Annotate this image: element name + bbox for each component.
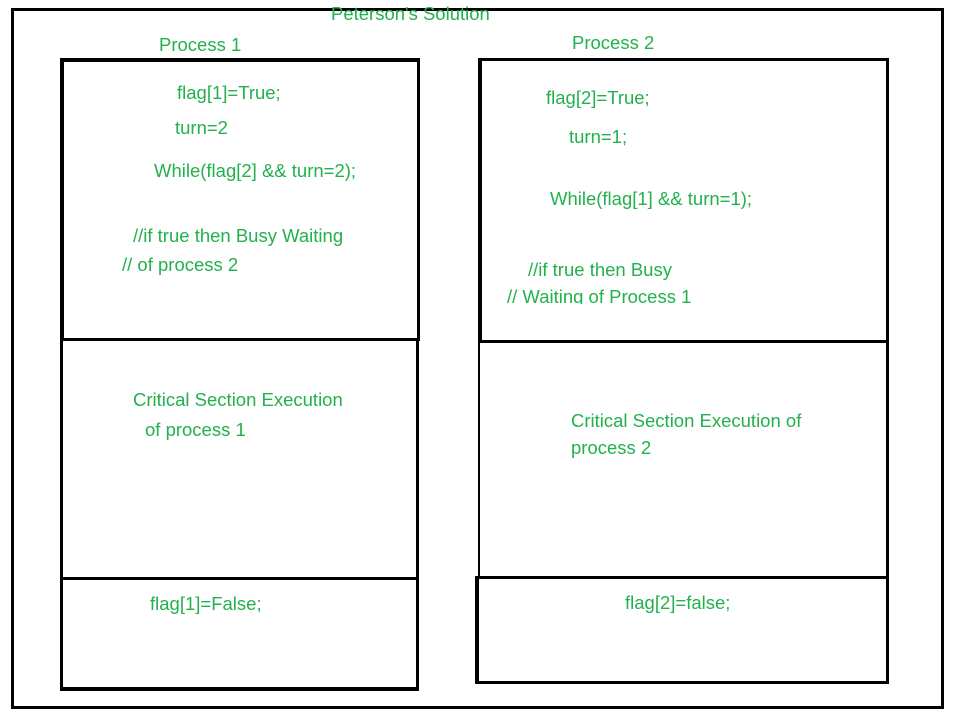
process-1-critical-line-1: Critical Section Execution bbox=[133, 389, 343, 410]
process-1-entry-comment-1: //if true then Busy Waiting bbox=[133, 225, 344, 246]
process-2-entry-comment-2: // Waiting of Process 1 bbox=[507, 286, 692, 304]
process-2-critical-section bbox=[478, 340, 889, 579]
diagram-frame bbox=[11, 8, 944, 709]
process-1-label: Process 1 bbox=[159, 34, 242, 55]
process-2-critical-line-2: process 2 bbox=[571, 437, 652, 458]
process-1-entry-line-1: flag[1]=True; bbox=[177, 82, 281, 103]
process-1-exit-section bbox=[60, 577, 419, 691]
process-2-label: Process 2 bbox=[572, 32, 655, 53]
diagram-title: Peterson's Solution bbox=[331, 3, 490, 23]
process-2-exit-line-1: flag[2]=false; bbox=[625, 592, 731, 613]
process-1-exit-line-1: flag[1]=False; bbox=[150, 593, 262, 614]
process-1-critical-line-2: of process 1 bbox=[145, 419, 246, 440]
process-2-exit-section bbox=[475, 576, 889, 684]
process-1-entry-line-2: turn=2 bbox=[175, 117, 228, 138]
process-2-entry-line-3: While(flag[1] && turn=1); bbox=[550, 188, 753, 209]
process-2-entry-line-1: flag[2]=True; bbox=[546, 87, 650, 108]
process-2-entry-comment-1: //if true then Busy bbox=[528, 259, 672, 280]
process-2-critical-line-1: Critical Section Execution of bbox=[571, 410, 802, 431]
process-1-critical-section bbox=[60, 339, 419, 580]
process-2-entry-line-2: turn=1; bbox=[569, 126, 628, 147]
process-2-entry-section bbox=[478, 58, 889, 343]
process-1-entry-comment-2: // of process 2 bbox=[122, 254, 239, 275]
process-1-entry-line-3: While(flag[2] && turn=2); bbox=[154, 160, 357, 181]
